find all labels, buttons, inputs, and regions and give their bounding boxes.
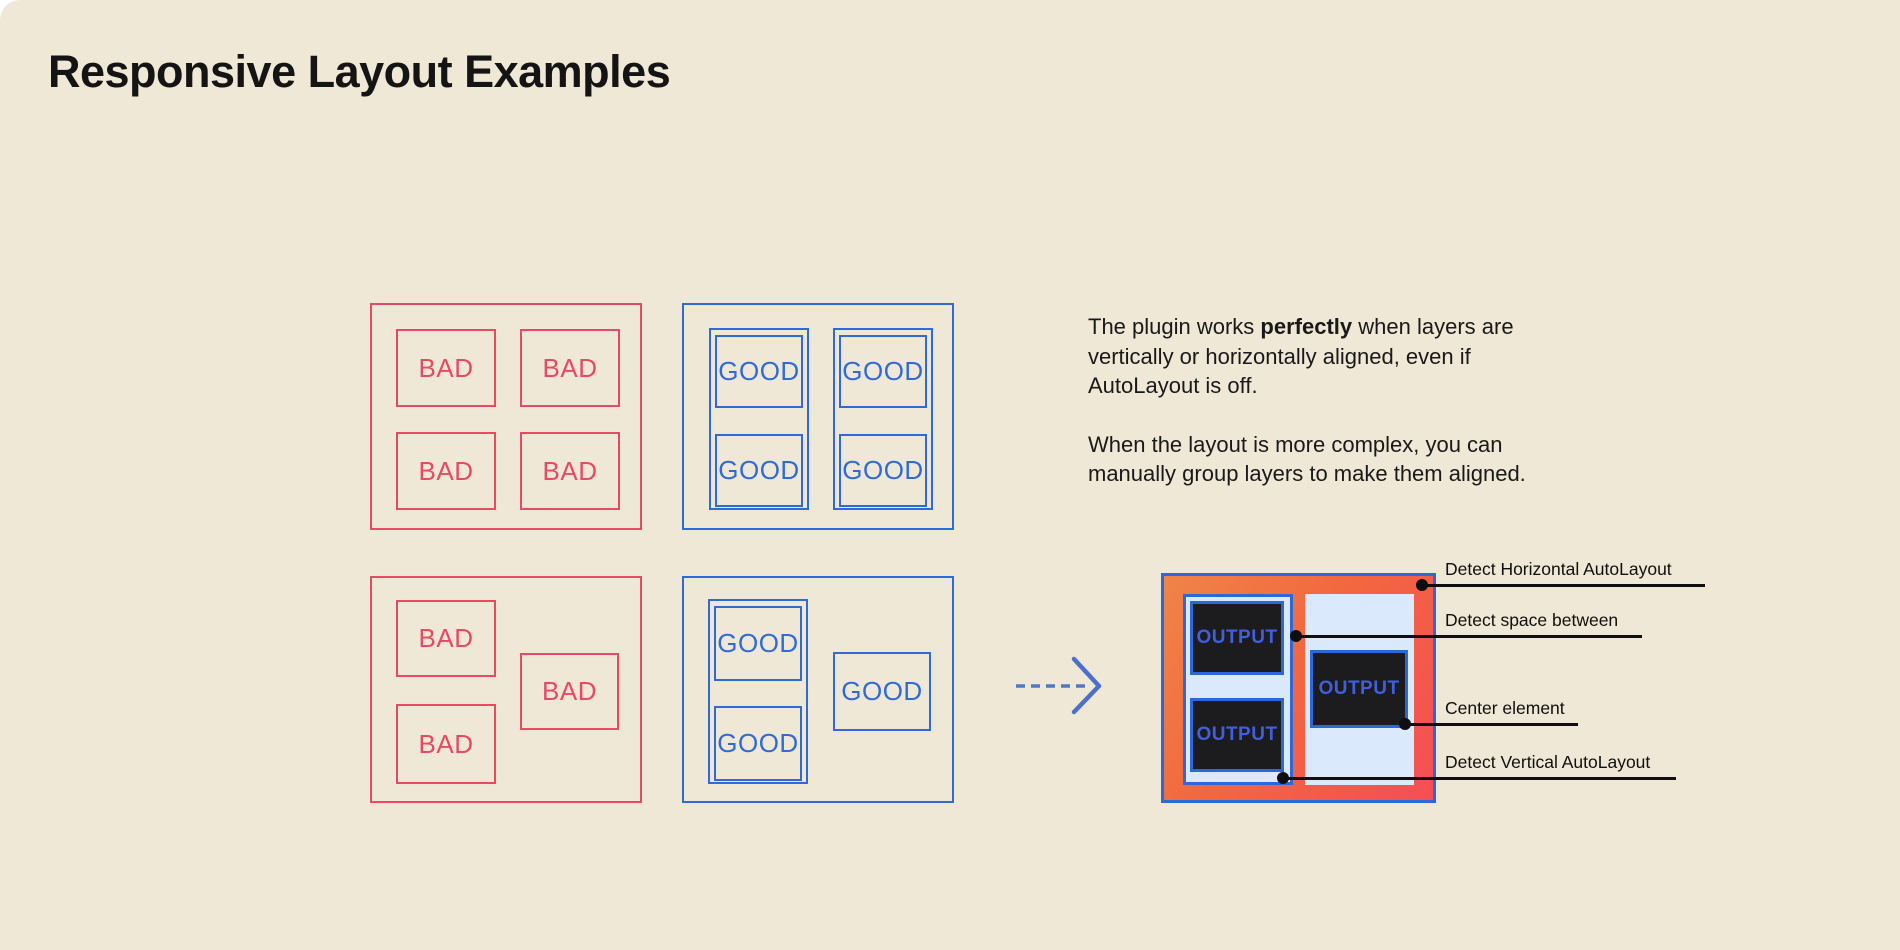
good-box: GOOD (715, 434, 803, 507)
output-box-center: OUTPUT (1310, 650, 1408, 728)
good-group-column: GOOD GOOD (833, 328, 933, 510)
output-box: OUTPUT (1190, 601, 1284, 675)
output-vertical-group: OUTPUT OUTPUT (1183, 594, 1293, 785)
annotation-line-horizontal-autolayout (1420, 584, 1705, 587)
good-box: GOOD (715, 335, 803, 408)
description-paragraph-2: When the layout is more complex, you can… (1088, 431, 1526, 487)
good-box: GOOD (833, 652, 931, 731)
bad-box: BAD (396, 432, 496, 510)
panel-good-grouped: GOOD GOOD GOOD (682, 576, 954, 803)
annotation-label-horizontal-autolayout: Detect Horizontal AutoLayout (1445, 559, 1672, 579)
good-group-column: GOOD GOOD (709, 328, 809, 510)
annotation-label-vertical-autolayout: Detect Vertical AutoLayout (1445, 752, 1651, 772)
description-paragraph-1: The plugin works perfectly when layers a… (1088, 312, 1526, 401)
good-box: GOOD (714, 606, 802, 681)
good-group-column: GOOD GOOD (708, 599, 808, 784)
good-box: GOOD (839, 335, 927, 408)
panel-bad-aligned: BAD BAD BAD BAD (370, 303, 642, 530)
bad-box: BAD (396, 600, 496, 677)
annotation-dot (1277, 772, 1289, 784)
bad-box: BAD (396, 329, 496, 407)
page-title: Responsive Layout Examples (48, 46, 671, 97)
bad-box: BAD (520, 329, 620, 407)
description-text: The plugin works perfectly when layers a… (1088, 312, 1526, 489)
panel-good-aligned: GOOD GOOD GOOD GOOD (682, 303, 954, 530)
bad-box: BAD (396, 704, 496, 784)
paragraph-bold-text: perfectly (1260, 314, 1353, 339)
arrow-right-icon (1016, 656, 1102, 715)
annotation-label-center-element: Center element (1445, 698, 1565, 718)
annotation-dot (1290, 630, 1302, 642)
output-box: OUTPUT (1190, 698, 1284, 772)
annotation-line-vertical-autolayout (1281, 777, 1676, 780)
good-box: GOOD (839, 434, 927, 507)
bad-box: BAD (520, 653, 619, 730)
paragraph-text: when layers are vertically or horizontal… (1088, 314, 1514, 398)
paragraph-text: The plugin works (1088, 314, 1261, 339)
panel-bad-scattered: BAD BAD BAD (370, 576, 642, 803)
bad-box: BAD (520, 432, 620, 510)
annotation-dot (1399, 718, 1411, 730)
annotation-line-center-element (1402, 723, 1578, 726)
annotation-dot (1416, 579, 1428, 591)
output-preview-panel: OUTPUT OUTPUT OUTPUT (1161, 573, 1436, 803)
annotation-line-space-between (1294, 635, 1642, 638)
annotation-label-space-between: Detect space between (1445, 610, 1619, 630)
good-box: GOOD (714, 706, 802, 781)
